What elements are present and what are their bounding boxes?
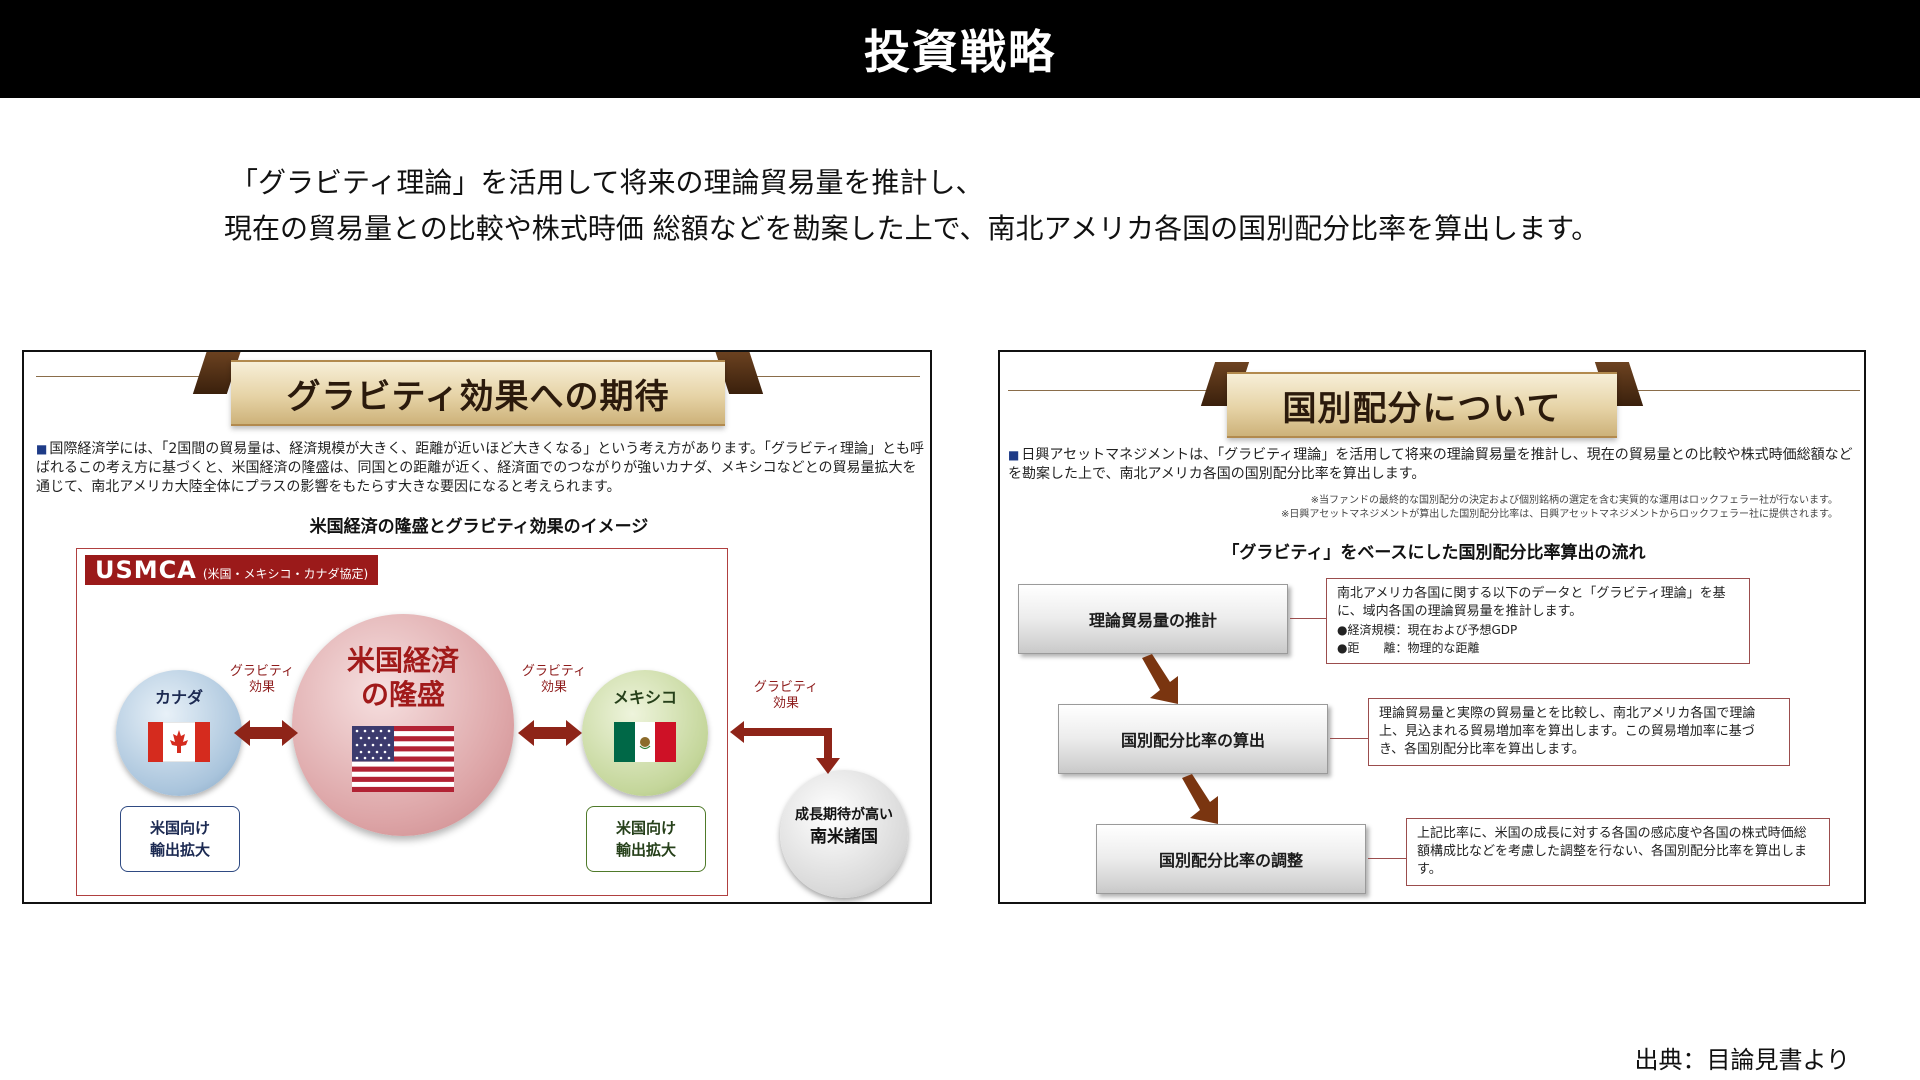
mexico-flag-icon [614, 722, 676, 762]
down-arrow-icon [1142, 654, 1178, 704]
mexico-label: メキシコ [612, 688, 677, 707]
usmca-sub: (米国・メキシコ・カナダ協定) [202, 567, 369, 581]
canada-label: カナダ [154, 688, 203, 707]
note-2: ※日興アセットマネジメントが算出した国別配分比率は、日興アセットマネジメントから… [1281, 509, 1838, 520]
double-arrow-icon [234, 720, 298, 746]
down-arrow-icon [1182, 774, 1218, 824]
diagram-title: 米国経済の隆盛とグラビティ効果のイメージ [309, 517, 649, 537]
note-1: ※当ファンドの最終的な国別配分の決定および個別銘柄の選定を含む実質的な運用はロッ… [1310, 495, 1838, 506]
bullet-square-icon: ■ [36, 442, 48, 456]
page-title: 投資戦略 [864, 25, 1056, 79]
double-arrow-icon [518, 720, 582, 746]
flow-step-2: 国別配分比率の算出 [1058, 704, 1328, 774]
gravity-panel: グラビティ効果への期待 ■国際経済学には、「2国間の貿易量は、経済規模が大きく、… [22, 350, 932, 904]
title-bar: 投資戦略 [0, 0, 1920, 98]
us-economy-circle: 米国経済 の隆盛 [292, 614, 514, 836]
gravity-ribbon-title: グラビティ効果への期待 [286, 376, 670, 417]
source-note: 出典：目論見書より [1634, 1046, 1850, 1074]
connector-line [1290, 618, 1326, 619]
flow-desc-1: 南北アメリカ各国に関する以下のデータと「グラビティ理論」を基に、域内各国の理論貿… [1326, 578, 1750, 664]
canada-export-box: 米国向け輸出拡大 [120, 806, 240, 872]
allocation-ribbon-title: 国別配分について [1282, 388, 1562, 429]
mexico-export-box: 米国向け輸出拡大 [586, 806, 706, 872]
lead-line-2: 現在の貿易量との比較や株式時価 総額などを勘案した上で、南北アメリカ各国の国別配… [224, 212, 1600, 245]
flow-desc-3: 上記比率に、米国の成長に対する各国の感応度や各国の株式時価総額構成比などを考慮し… [1406, 818, 1830, 886]
gravity-label-right: グラビティ効果 [521, 664, 587, 695]
flow-step-3: 国別配分比率の調整 [1096, 824, 1366, 894]
gravity-label-left: グラビティ効果 [229, 664, 295, 695]
us-flag-icon [352, 726, 454, 792]
allocation-ribbon: 国別配分について [1200, 362, 1644, 438]
south-label-1: 成長期待が高い [795, 807, 893, 823]
bent-arrow-icon [730, 721, 840, 774]
gravity-label-south: グラビティ効果 [753, 680, 819, 711]
canada-flag-icon [148, 722, 210, 762]
flow-desc-2: 理論貿易量と実際の貿易量とを比較し、南北アメリカ各国で理論上、見込まれる貿易増加… [1368, 698, 1790, 766]
lead-text: 「グラビティ理論」を活用して将来の理論貿易量を推計し、 現在の貿易量との比較や株… [0, 160, 1920, 252]
allocation-bullet: ■日興アセットマネジメントは、「グラビティ理論」を活用して将来の理論貿易量を推計… [1008, 447, 1853, 482]
canada-circle: カナダ [116, 670, 242, 796]
usmca-box: USMCA (米国・メキシコ・カナダ協定) [76, 548, 728, 896]
connector-line [1330, 738, 1368, 739]
flow-title: 「グラビティ」をベースにした国別配分比率算出の流れ [1222, 543, 1646, 563]
south-america-circle: 成長期待が高い 南米諸国 [780, 770, 908, 898]
mexico-circle: メキシコ [582, 670, 708, 796]
south-label-2: 南米諸国 [810, 827, 878, 847]
gravity-bullet: ■国際経済学には、「2国間の貿易量は、経済規模が大きく、距離が近いほど大きくなる… [36, 441, 925, 495]
lead-line-1: 「グラビティ理論」を活用して将来の理論貿易量を推計し、 [230, 166, 984, 199]
allocation-panel: 国別配分について ■日興アセットマネジメントは、「グラビティ理論」を活用して将来… [998, 350, 1866, 904]
usmca-label: USMCA [95, 556, 197, 584]
gravity-ribbon: グラビティ効果への期待 [192, 352, 764, 426]
usmca-tag: USMCA (米国・メキシコ・カナダ協定) [85, 555, 379, 585]
us-label-2: の隆盛 [360, 678, 445, 711]
connector-line [1368, 858, 1406, 859]
bullet-square-icon: ■ [1008, 448, 1020, 462]
us-label-1: 米国経済 [346, 644, 459, 677]
flow-step-1: 理論貿易量の推計 [1018, 584, 1288, 654]
